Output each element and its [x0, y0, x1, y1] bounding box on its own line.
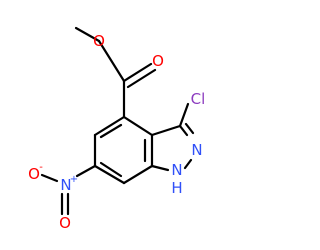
atom-ester-oxygen: O	[93, 32, 105, 50]
bond-carbonyl-o-double-b	[126, 68, 157, 89]
bond-c6-c7-inner	[99, 161, 123, 178]
nitro-oxygen-charge: -	[39, 162, 43, 173]
bond-c4-c5	[93, 115, 126, 137]
atom-labels: O O Cl N N H N + O - O	[28, 32, 205, 232]
bond-layer	[40, 26, 195, 216]
bond-nitro-n-o-minus	[40, 173, 59, 183]
bond-n1-c7a	[150, 164, 170, 172]
atom-nitro-nitrogen: N	[60, 176, 71, 194]
bond-c3a-c3	[150, 124, 182, 137]
bond-c3-cl	[178, 102, 190, 128]
bond-c3a-c4	[122, 115, 154, 137]
bond-c6-nitro-n	[75, 164, 97, 178]
bond-c3-n2-a	[178, 124, 189, 137]
atom-nitro-oxygen-minus: O	[28, 165, 40, 183]
bond-n2-n1	[183, 158, 193, 170]
bond-c6-c7	[93, 164, 126, 185]
nitro-nitrogen-charge: +	[70, 174, 78, 185]
atom-carbonyl-oxygen: O	[152, 52, 164, 70]
atom-chlorine: Cl	[191, 90, 206, 108]
bond-methyl-o	[74, 26, 101, 43]
atom-ring-n1-hydrogen: H	[171, 179, 182, 197]
bond-o-carbonyl	[97, 39, 126, 83]
atom-ring-nitrogen-n2: N	[191, 141, 202, 159]
bond-c3-n2-b	[184, 122, 195, 135]
bond-c7-c7a	[122, 164, 154, 185]
atom-nitro-oxygen-double: O	[59, 214, 71, 232]
bond-c4-c5-inner	[99, 123, 123, 139]
atom-ring-nitrogen-n1: N	[171, 161, 182, 179]
molecule-structure: O O Cl N N H N + O - O	[28, 26, 205, 232]
bond-carbonyl-o-double-a	[122, 62, 153, 83]
